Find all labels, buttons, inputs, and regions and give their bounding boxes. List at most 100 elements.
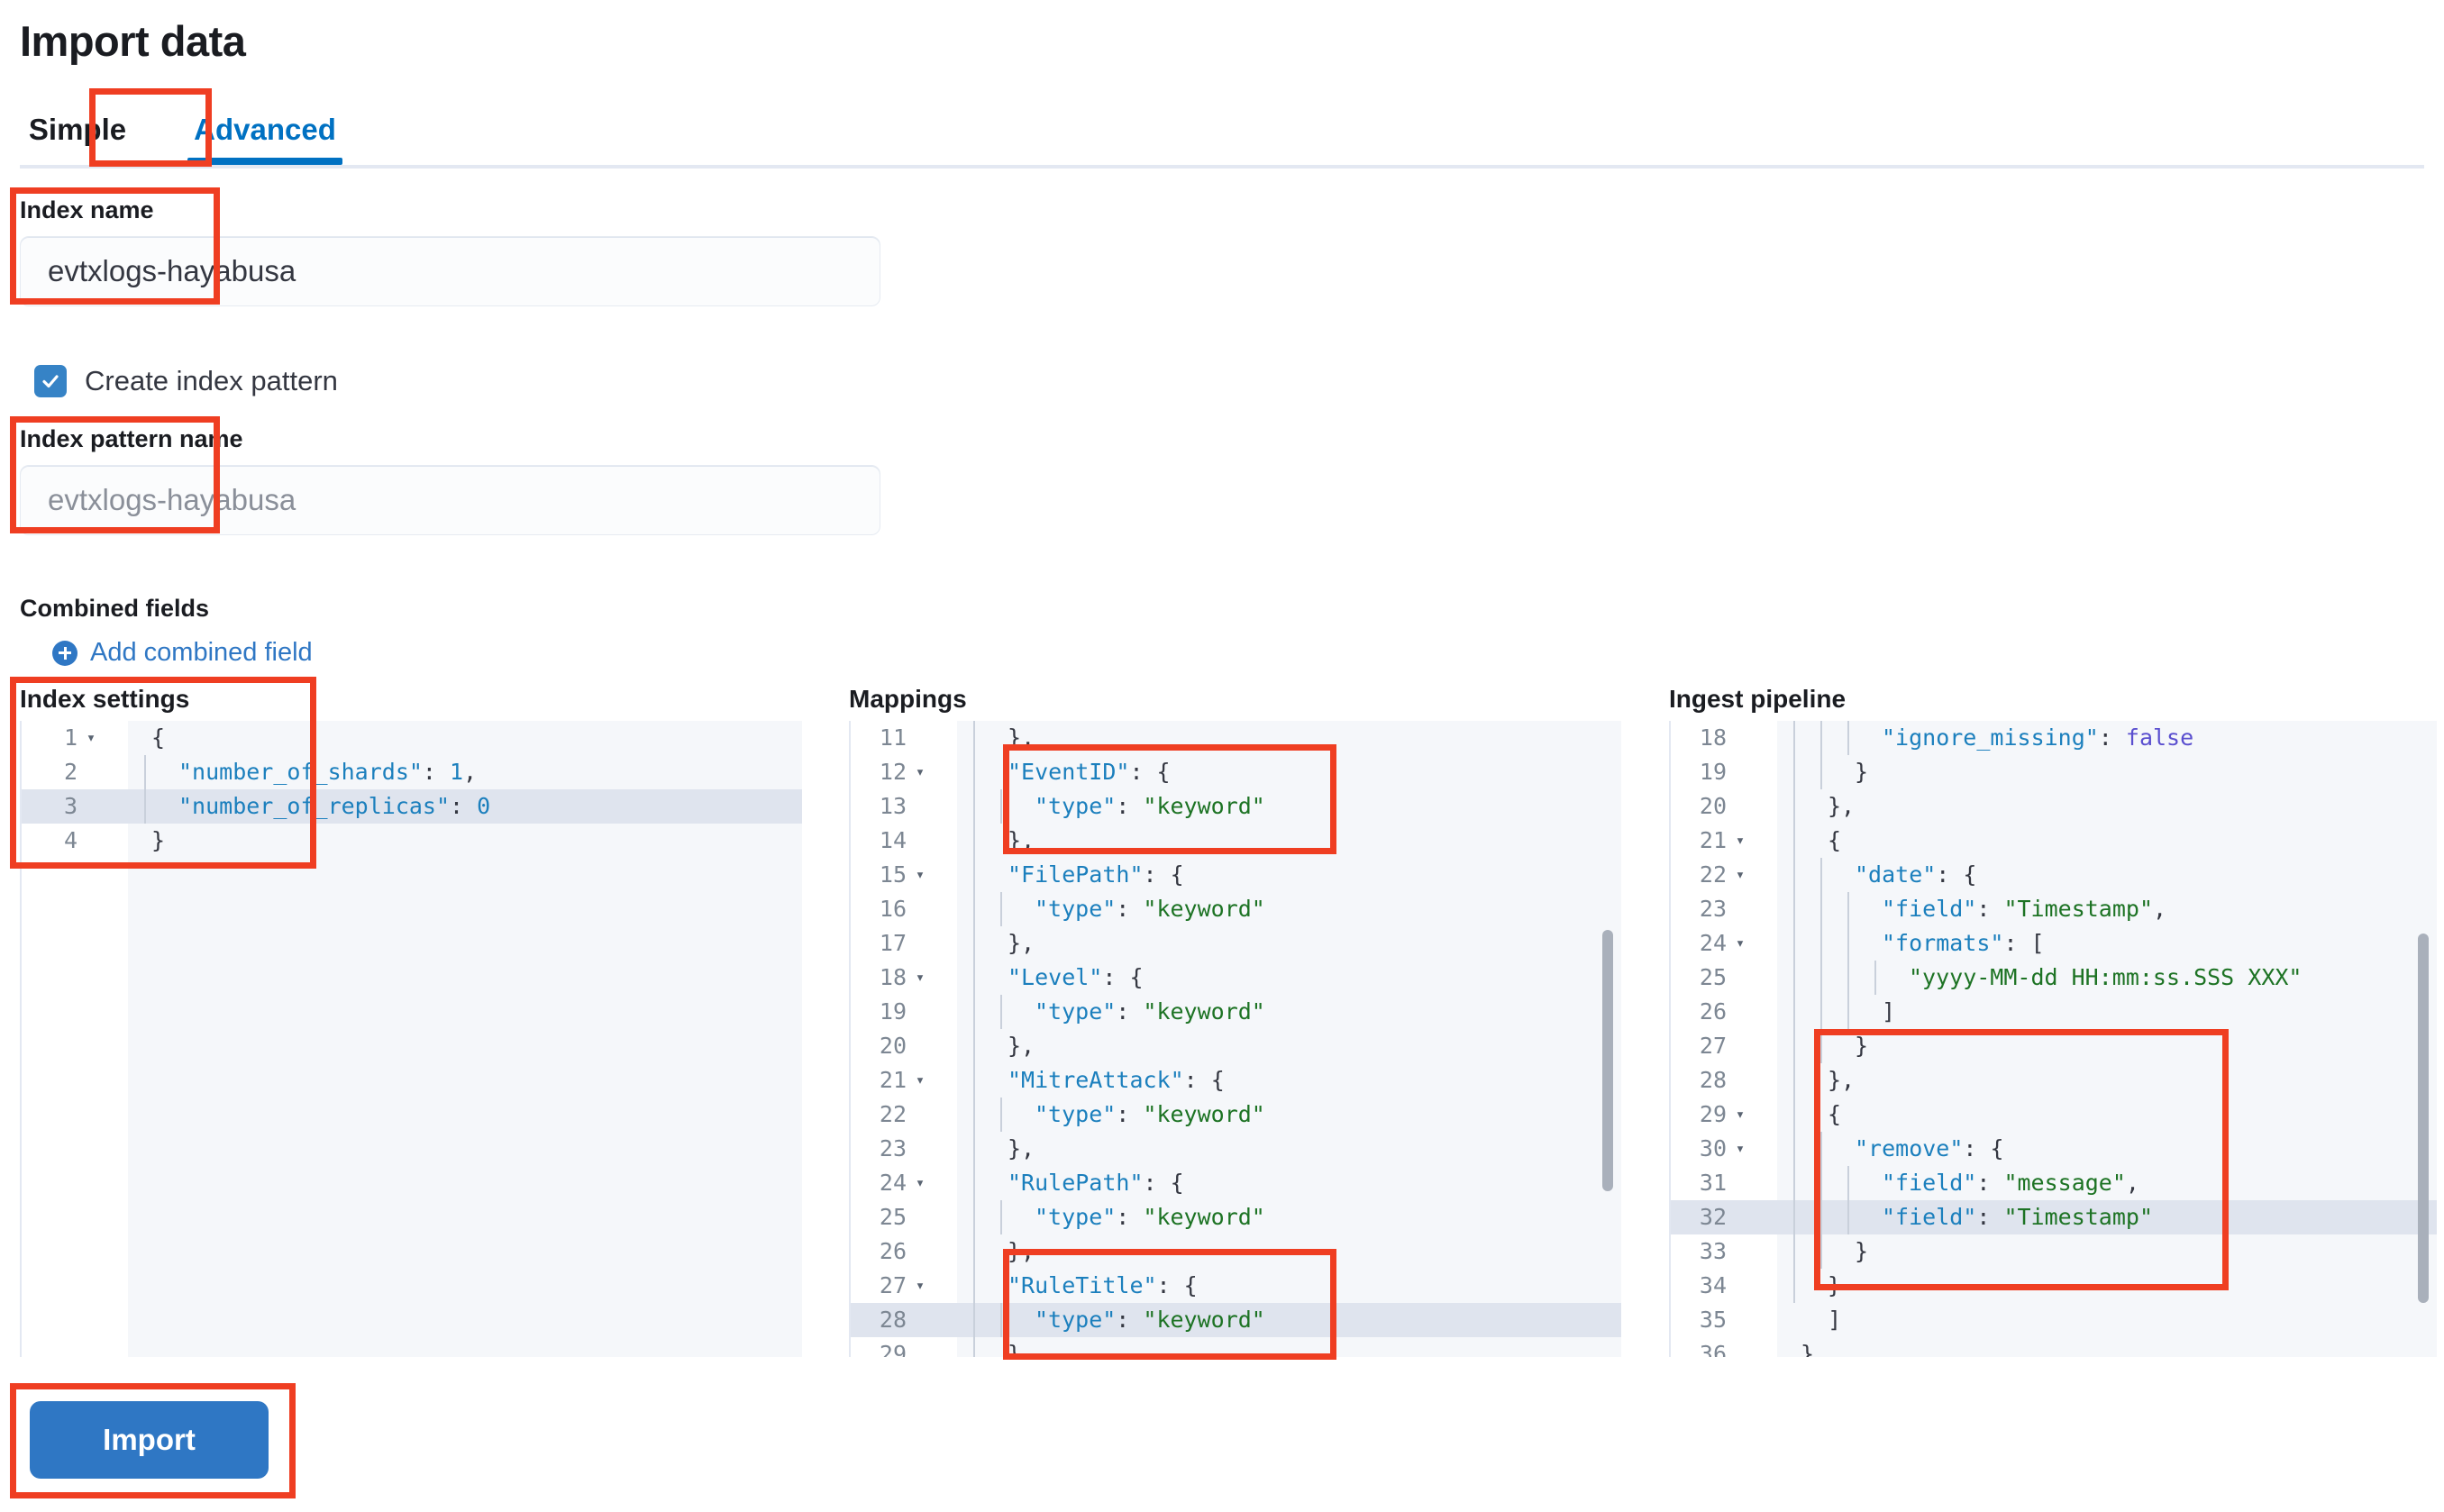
editor-gutter	[851, 721, 957, 1357]
code-token: ,	[2153, 896, 2167, 922]
line-number: 19	[879, 998, 907, 1025]
index-pattern-name-input[interactable]: evtxlogs-hayabusa	[20, 465, 880, 535]
line-number: 25	[879, 1204, 907, 1230]
code-line: 20},	[851, 1029, 1621, 1063]
ingest-pipeline-scrollbar[interactable]	[2418, 934, 2429, 1303]
fold-arrow-icon[interactable]: ▾	[915, 1277, 926, 1295]
fold-arrow-icon[interactable]: ▾	[1735, 934, 1746, 952]
line-number: 20	[879, 1033, 907, 1059]
indent-guide	[1000, 1200, 1002, 1234]
code-line: 34}	[1671, 1269, 2437, 1303]
line-number: 18	[1699, 724, 1727, 751]
code-token: "Level"	[1008, 964, 1103, 990]
index-pattern-name-label: Index pattern name	[20, 425, 243, 452]
code-token: :	[450, 793, 478, 819]
code-token: "keyword"	[1143, 1204, 1265, 1230]
indent-guide	[973, 721, 975, 755]
indent-guide	[1847, 995, 1849, 1029]
code-line: 22▾"date": {	[1671, 858, 2437, 892]
indent-guide	[1820, 1029, 1822, 1063]
code-line: 30▾"remove": {	[1671, 1132, 2437, 1166]
code-token: "field"	[1882, 1204, 1977, 1230]
import-button[interactable]: Import	[30, 1401, 269, 1479]
code-token: : {	[1143, 861, 1184, 888]
code-token: ]	[1801, 1307, 1842, 1333]
line-number: 29	[879, 1341, 907, 1357]
code-line: 19"type": "keyword"	[851, 995, 1621, 1029]
fold-arrow-icon[interactable]: ▾	[1735, 1106, 1746, 1124]
indent-guide	[1820, 1234, 1822, 1269]
indent-guide	[1000, 892, 1002, 926]
indent-guide	[1793, 721, 1795, 755]
tab-bar: Simple Advanced	[0, 97, 2444, 169]
code-token: ,	[2125, 1170, 2139, 1196]
tab-simple[interactable]: Simple	[20, 97, 135, 162]
mappings-editor[interactable]: 11},12▾"EventID": {13"type": "keyword"14…	[849, 721, 1621, 1357]
code-token: "keyword"	[1143, 896, 1265, 922]
indent-guide	[1793, 1269, 1795, 1303]
indent-guide	[973, 892, 975, 926]
tab-simple-label: Simple	[28, 113, 127, 146]
line-number: 17	[879, 930, 907, 956]
code-line: 25"type": "keyword"	[851, 1200, 1621, 1234]
code-token: : {	[1102, 964, 1144, 990]
code-token: },	[1008, 1033, 1035, 1059]
fold-arrow-icon[interactable]: ▾	[915, 1174, 926, 1192]
index-name-input[interactable]: evtxlogs-hayabusa	[20, 236, 880, 306]
code-token: }	[151, 827, 166, 853]
code-line: 24▾"formats": [	[1671, 926, 2437, 961]
indent-guide	[1820, 892, 1822, 926]
mappings-scrollbar[interactable]	[1602, 930, 1613, 1191]
indent-guide	[1793, 1029, 1795, 1063]
create-index-pattern-row[interactable]: Create index pattern	[34, 365, 338, 397]
fold-arrow-icon[interactable]: ▾	[915, 763, 926, 781]
add-combined-field-label: Add combined field	[90, 638, 313, 667]
code-line: 1▾{	[22, 721, 802, 755]
code-token: "field"	[1882, 896, 1977, 922]
fold-arrow-icon[interactable]: ▾	[1735, 1140, 1746, 1158]
indent-guide	[973, 1200, 975, 1234]
fold-arrow-icon[interactable]: ▾	[86, 729, 96, 747]
checkbox-checked-icon[interactable]	[34, 365, 67, 397]
editor-lines: 11},12▾"EventID": {13"type": "keyword"14…	[851, 721, 1621, 1357]
code-token: }	[1855, 759, 1869, 785]
code-line: 23},	[851, 1132, 1621, 1166]
line-number: 20	[1699, 793, 1727, 819]
code-token: :	[2098, 724, 2126, 751]
fold-arrow-icon[interactable]: ▾	[915, 866, 926, 884]
fold-arrow-icon[interactable]: ▾	[1735, 832, 1746, 850]
code-token: },	[1008, 724, 1035, 751]
tab-advanced[interactable]: Advanced	[180, 97, 350, 165]
code-line: 4}	[22, 824, 802, 858]
code-line: 3"number_of_replicas": 0	[22, 789, 802, 824]
indent-guide	[1847, 892, 1849, 926]
code-token: 1	[450, 759, 464, 785]
line-number: 33	[1699, 1238, 1727, 1264]
code-token: "type"	[1035, 793, 1117, 819]
indent-guide	[973, 1063, 975, 1098]
indent-guide	[1847, 1166, 1849, 1200]
indent-guide	[1793, 1166, 1795, 1200]
indent-guide	[1820, 1200, 1822, 1234]
fold-arrow-icon[interactable]: ▾	[1735, 866, 1746, 884]
code-line: 28},	[1671, 1063, 2437, 1098]
code-token: "EventID"	[1008, 759, 1130, 785]
code-token: "date"	[1855, 861, 1937, 888]
add-combined-field-button[interactable]: Add combined field	[52, 638, 313, 668]
line-number: 31	[1699, 1170, 1727, 1196]
fold-arrow-icon[interactable]: ▾	[915, 1071, 926, 1089]
code-line: 26},	[851, 1234, 1621, 1269]
code-line: 32"field": "Timestamp"	[1671, 1200, 2437, 1234]
index-settings-editor[interactable]: 1▾{2"number_of_shards": 1,3"number_of_re…	[20, 721, 802, 1357]
line-number: 26	[1699, 998, 1727, 1025]
fold-arrow-icon[interactable]: ▾	[915, 969, 926, 987]
code-token: :	[1116, 1204, 1144, 1230]
line-number: 19	[1699, 759, 1727, 785]
line-number: 4	[63, 827, 78, 853]
indent-guide	[1000, 1098, 1002, 1132]
code-line: 11},	[851, 721, 1621, 755]
code-token: : {	[1129, 759, 1171, 785]
code-token: "RuleTitle"	[1008, 1272, 1157, 1298]
indent-guide	[1793, 755, 1795, 789]
